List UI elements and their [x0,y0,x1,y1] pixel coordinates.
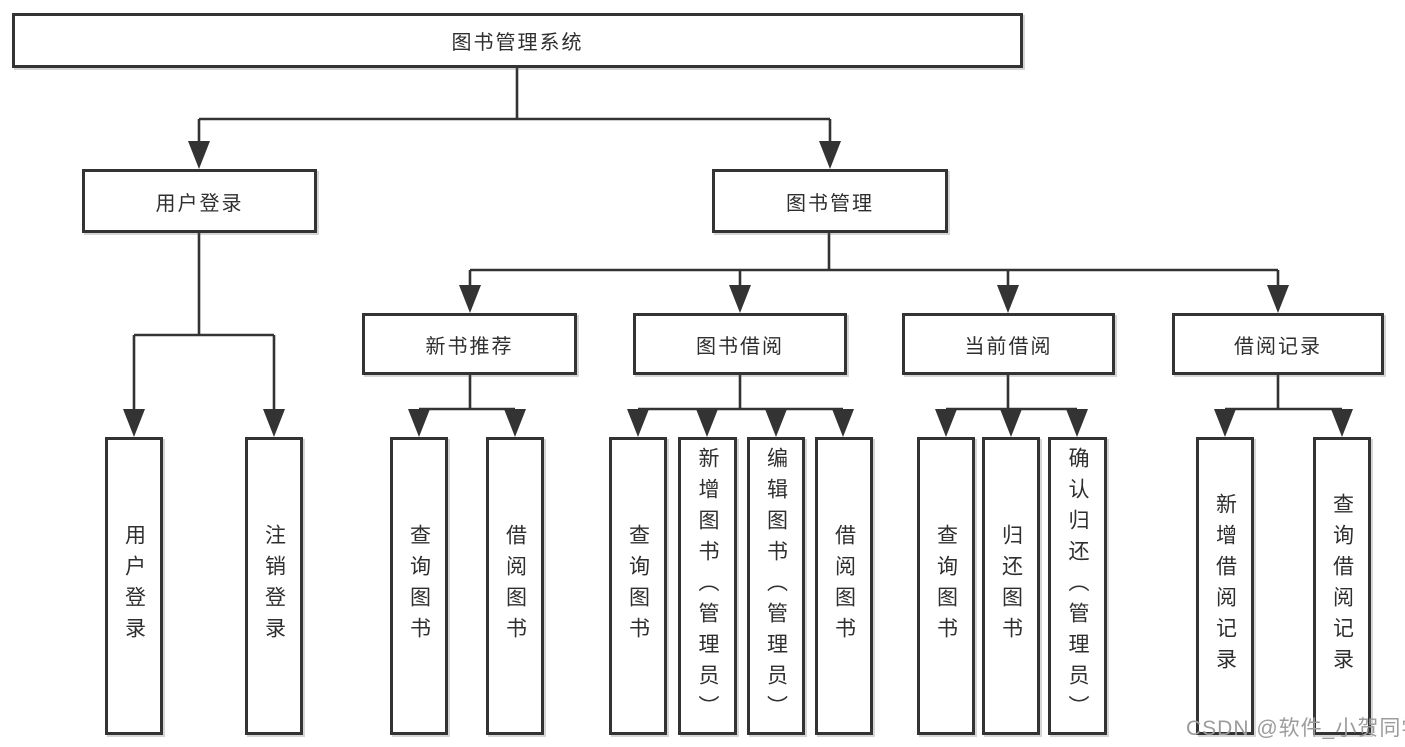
node-cur-query-books: 查询图书 [917,437,975,735]
node-label: 借阅记录 [1234,335,1322,358]
node-bor-query-books: 查询图书 [609,437,667,735]
node-label: 借阅图书 [503,524,527,648]
node-recs-add-record: 新增借阅记录 [1196,437,1254,735]
node-book-borrow: 图书借阅 [633,313,847,375]
node-rec-query-books: 查询图书 [390,437,448,735]
connector-root [188,68,841,169]
node-label: 查询图书 [407,524,431,648]
node-label: 图书管理 [786,192,874,215]
node-book-mgmt: 图书管理 [712,169,948,233]
node-label: 新增借阅记录 [1213,493,1237,679]
connector-user-login [123,233,285,437]
node-borrow-records: 借阅记录 [1172,313,1384,375]
connector-book-borrow [627,375,854,437]
node-label: 用户登录 [155,192,244,215]
node-label: 查询借阅记录 [1330,493,1354,679]
connector-new-book-rec [408,375,526,437]
node-cur-return-books: 归还图书 [982,437,1040,735]
node-label: 当前借阅 [964,335,1053,358]
node-rec-borrow-books: 借阅图书 [486,437,544,735]
node-bor-edit-books: 编辑图书（管理员） [747,437,805,735]
node-bor-borrow-books: 借阅图书 [815,437,873,735]
node-label: 新增图书（管理员） [696,446,719,726]
node-label: 图书管理系统 [451,32,584,54]
node-label: 新书推荐 [425,335,514,358]
node-label: 查询图书 [934,524,958,648]
node-label: 用户登录 [122,524,146,648]
node-root: 图书管理系统 [12,13,1023,68]
node-label: 借阅图书 [832,524,856,648]
node-label: 查询图书 [626,524,650,648]
node-label: 确认归还（管理员） [1066,446,1089,726]
connector-borrow-records [1214,375,1353,437]
connector-current-borrow [935,375,1088,437]
node-label: 图书借阅 [696,335,784,358]
connector-book-mgmt [459,233,1289,313]
csdn-watermark: CSDN @软件_小贺同学 [1186,717,1405,740]
node-leaf-logout: 注销登录 [245,437,303,735]
node-cur-confirm-return: 确认归还（管理员） [1048,437,1107,735]
node-user-login: 用户登录 [82,169,317,233]
node-new-book-rec: 新书推荐 [362,313,577,375]
node-recs-query-record: 查询借阅记录 [1313,437,1371,735]
node-label: 归还图书 [999,524,1023,648]
node-current-borrow: 当前借阅 [902,313,1115,375]
node-bor-add-books: 新增图书（管理员） [678,437,737,735]
node-label: 注销登录 [262,524,286,648]
node-leaf-user-login: 用户登录 [105,437,163,735]
node-label: 编辑图书（管理员） [764,446,788,726]
